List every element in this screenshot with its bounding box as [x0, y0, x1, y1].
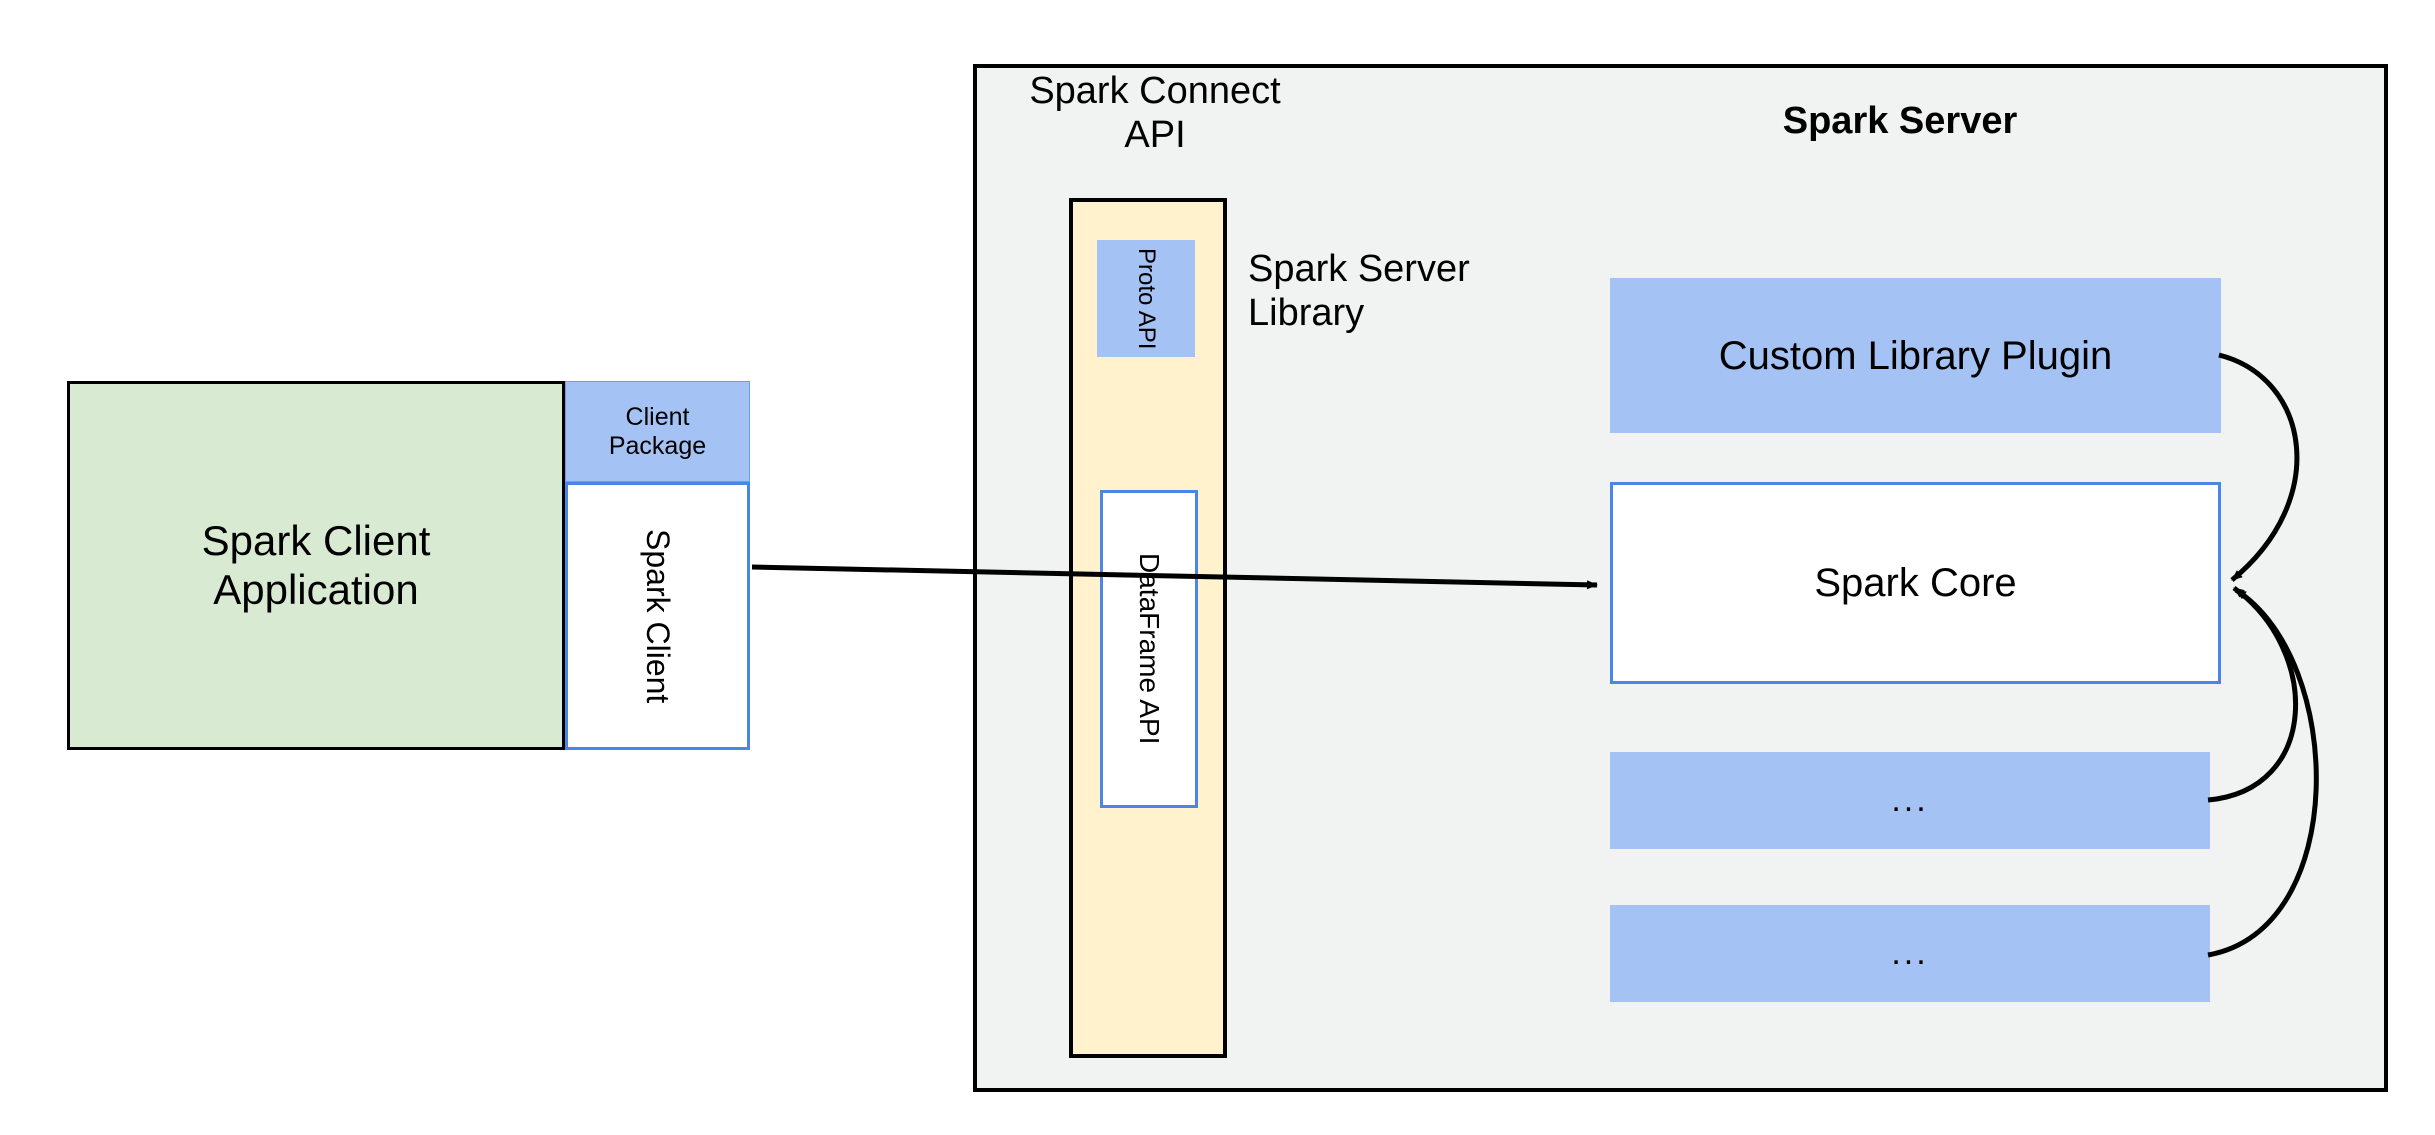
spark-core-box[interactable]: Spark Core	[1610, 482, 2221, 684]
proto-api-box[interactable]: Proto API	[1097, 240, 1195, 357]
ellipsis-box-2[interactable]: ...	[1610, 905, 2210, 1002]
client-package-label: Client Package	[608, 402, 707, 460]
spark-client-label: Spark Client	[639, 528, 676, 704]
spark-connect-api-text: Spark Connect API	[1029, 70, 1281, 156]
spark-connect-api-label: Spark Connect API	[1010, 70, 1300, 170]
dataframe-api-box[interactable]: DataFrame API	[1100, 490, 1198, 808]
custom-library-plugin-label: Custom Library Plugin	[1718, 333, 2113, 378]
spark-server-library-text: Spark Server Library	[1248, 248, 1470, 334]
spark-core-label: Spark Core	[1814, 561, 2017, 605]
spark-client-box[interactable]: Spark Client	[565, 482, 750, 750]
custom-library-plugin-box[interactable]: Custom Library Plugin	[1610, 278, 2221, 433]
spark-server-title-text: Spark Server	[1782, 100, 2018, 143]
spark-server-title: Spark Server	[1690, 96, 2110, 148]
spark-server-library-label: Spark Server Library	[1248, 248, 1548, 348]
ellipsis-box-1[interactable]: ...	[1610, 752, 2210, 849]
proto-api-label: Proto API	[1132, 247, 1160, 350]
ellipsis-box-1-label: ...	[1891, 780, 1929, 819]
spark-client-application-label: Spark Client Application	[201, 517, 431, 613]
ellipsis-box-2-label: ...	[1891, 933, 1929, 972]
dataframe-api-label: DataFrame API	[1134, 553, 1166, 745]
client-package-box[interactable]: Client Package	[565, 381, 750, 482]
spark-client-application-box[interactable]: Spark Client Application	[67, 381, 565, 750]
